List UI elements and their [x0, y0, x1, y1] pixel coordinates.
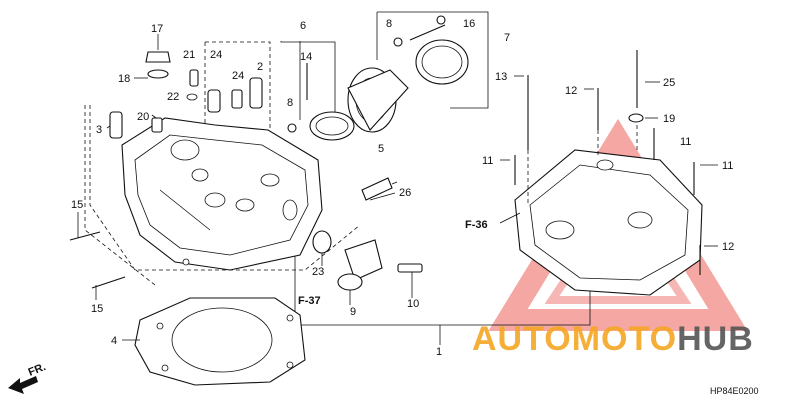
label-part-25: 25: [663, 77, 675, 89]
label-part-1: 1: [436, 346, 442, 358]
front-label: FR.: [27, 361, 48, 379]
watermark-brand-part3: HUB: [677, 320, 754, 358]
label-part-11c: 11: [722, 160, 733, 172]
label-part-4: 4: [111, 335, 117, 347]
watermark-text: AUTOMOTOHUB: [472, 320, 754, 358]
stud-bolts: [69, 231, 126, 289]
cap-nut-assembly: [145, 51, 198, 101]
label-part-17: 17: [151, 23, 163, 35]
label-part-8b: 8: [386, 18, 392, 30]
label-part-3: 3: [96, 124, 102, 136]
label-part-10: 10: [407, 298, 419, 310]
ref-label-f36: F-36: [465, 219, 488, 231]
watermark-brand-part2: MOTO: [572, 320, 677, 358]
label-part-20: 20: [137, 111, 149, 123]
label-part-7: 7: [504, 32, 510, 44]
group-bracket-lines: [84, 11, 591, 345]
label-part-12a: 12: [565, 85, 577, 97]
label-part-22: 22: [167, 91, 179, 103]
label-part-12b: 12: [722, 241, 734, 253]
cylinder-head-cover: [514, 149, 703, 296]
front-direction-indicator: FR.: [8, 361, 48, 394]
label-part-8a: 8: [287, 97, 293, 109]
label-part-2: 2: [257, 61, 263, 73]
label-part-15a: 15: [71, 199, 83, 211]
small-bolts: [287, 15, 446, 133]
label-part-5: 5: [378, 143, 384, 155]
front-arrow-icon: [8, 376, 38, 394]
label-part-15b: 15: [91, 303, 103, 315]
label-part-11b: 11: [482, 155, 493, 167]
part-number-labels: 17 21 24 18 24 2 22 20 3 15 15 4 6 14 8 …: [71, 18, 734, 358]
label-part-26: 26: [399, 187, 411, 199]
reference-labels: F-36 F-37: [298, 219, 488, 307]
watermark-brand-part1: AUTO: [472, 320, 572, 358]
label-part-14: 14: [300, 51, 312, 63]
label-part-19: 19: [663, 113, 675, 125]
dowel-pins: [109, 69, 263, 139]
water-outlet: [312, 230, 423, 291]
label-part-13: 13: [495, 71, 507, 83]
label-part-21: 21: [183, 49, 195, 61]
label-part-16: 16: [463, 18, 475, 30]
cover-bolts: [514, 50, 701, 275]
label-part-24b: 24: [232, 70, 244, 82]
svg-text:AUTOMOTOHUB: AUTOMOTOHUB: [472, 320, 754, 358]
head-gasket: [134, 297, 306, 386]
diagram-code: HP84E0200: [710, 386, 759, 396]
label-part-6: 6: [300, 20, 306, 32]
label-part-23: 23: [312, 266, 324, 278]
label-part-9: 9: [350, 306, 356, 318]
leader-lines: [77, 34, 718, 341]
label-part-24a: 24: [210, 49, 222, 61]
label-part-11a: 11: [680, 136, 691, 148]
label-part-18: 18: [118, 73, 130, 85]
spark-plug: [361, 177, 398, 201]
ref-label-f37: F-37: [298, 295, 321, 307]
cylinder-head: [121, 117, 323, 271]
intake-insulator: [309, 24, 469, 141]
